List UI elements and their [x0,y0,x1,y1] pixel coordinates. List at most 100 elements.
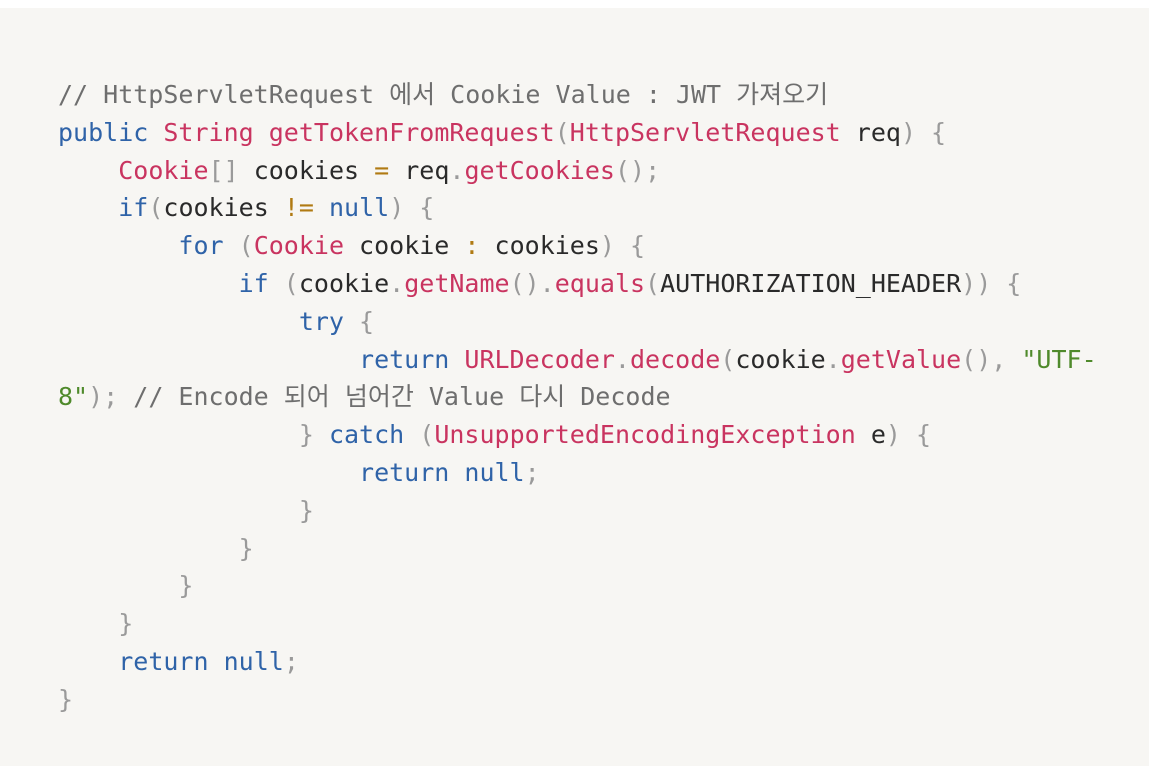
code-token-keyword: return [359,457,450,487]
code-line: return null; [58,643,1097,681]
code-token-ident [314,193,329,222]
code-token-keyword: public [58,117,149,147]
code-token-ident [58,647,118,676]
code-line: return null; [58,454,1097,492]
code-token-operator: : [464,231,480,261]
code-token-punct: ( [645,268,661,298]
code-line: try { [58,303,1097,341]
code-token-punct: ( [223,231,254,261]
code-token-punct: ( [720,344,736,374]
code-token-punct: ; [524,457,540,487]
code-token-ident [209,647,224,676]
code-token-punct: ); [88,382,134,412]
code-token-ident [314,420,329,449]
code-token-ident [449,458,464,487]
code-token-keyword: null [328,193,390,223]
code-token-ident: req [389,155,450,185]
code-token-keyword: if [238,268,269,298]
code-line: } [58,567,1097,605]
code-token-ident [58,420,299,449]
code-token-punct: } [118,609,134,639]
code-token-punct: . [825,344,841,374]
code-token-ident: req [840,117,901,147]
code-token-punct: . [389,268,405,298]
code-token-punct: } [238,533,254,563]
code-token-method: getCookies [464,155,615,185]
code-token-ident [58,458,359,487]
code-token-punct: ( [404,420,435,450]
code-token-keyword: return [359,344,450,374]
code-token-ident [58,571,178,600]
code-token-keyword: return [118,646,209,676]
code-token-keyword: null [464,457,525,487]
code-token-punct: ; [283,646,299,676]
code-line: Cookie[] cookies = req.getCookies(); [58,152,1097,190]
code-token-punct: . [614,344,630,374]
code-token-method: getName [404,268,510,298]
code-line: for (Cookie cookie : cookies) { [58,227,1097,265]
code-token-method: getValue [840,344,962,374]
code-token-punct: } [178,571,194,601]
code-token-ident [58,156,118,185]
code-token-punct: } [298,495,314,525]
code-token-ident: e [855,420,886,450]
code-line: } [58,681,1097,719]
code-token-punct: (). [509,268,555,298]
code-token-punct: } [58,684,74,714]
code-token-type: HttpServletRequest [569,117,841,147]
code-token-type: UnsupportedEncodingException [434,420,856,450]
code-line: 8"); // Encode 되어 넘어간 Value 다시 Decode [58,378,1097,416]
code-token-ident: cookie [344,231,465,261]
code-token-ident [58,193,118,222]
code-token-ident: cookies [479,231,600,261]
code-token-ident [58,231,178,260]
code-token-ident [254,118,269,147]
code-token-keyword: if [118,193,149,223]
code-token-punct: } [298,420,314,450]
code-line: } [58,492,1097,530]
code-token-method: equals [554,268,646,298]
code-line: } [58,530,1097,568]
code-token-punct: ) { [389,193,435,223]
code-token-ident: cookies [238,155,375,185]
code-token-punct: . [449,155,465,185]
code-token-punct: ) { [599,231,646,261]
code-token-comment: // Encode 되어 넘어간 Value 다시 Decode [133,382,671,412]
code-token-punct: ) { [885,420,932,450]
code-token-ident: AUTHORIZATION_HEADER [660,268,962,298]
code-token-punct: ( [554,117,570,147]
code-line: if(cookies != null) { [58,189,1097,227]
code-token-ident [58,345,359,374]
code-line: // HttpServletRequest 에서 Cookie Value : … [58,76,1097,114]
code-token-punct: (); [614,155,661,185]
code-listing: // HttpServletRequest 에서 Cookie Value : … [58,76,1097,719]
code-token-type: URLDecoder [464,344,615,374]
code-token-punct: ( [268,268,299,298]
code-block: // HttpServletRequest 에서 Cookie Value : … [0,8,1149,766]
code-token-punct: ) { [900,117,947,147]
code-token-ident [58,307,299,336]
code-token-ident [58,609,118,638]
code-token-ident [58,534,239,563]
code-token-punct: )) { [961,268,1022,298]
code-line: public String getTokenFromRequest(HttpSe… [58,114,1097,152]
code-token-operator: = [374,155,390,185]
code-token-ident: cookies [163,193,284,223]
code-token-ident [58,269,239,298]
code-token-keyword: catch [328,420,405,450]
code-line: } [58,605,1097,643]
code-token-ident [449,345,464,374]
code-token-ident: cookie [735,344,826,374]
code-token-ident [58,496,299,525]
code-token-string: "UTF- [1021,344,1097,374]
code-token-ident [148,118,163,147]
code-token-method: decode [629,344,721,374]
code-token-ident: cookie [298,268,390,298]
code-token-type: Cookie [118,155,209,185]
code-token-keyword: try [298,306,344,336]
code-line: } catch (UnsupportedEncodingException e)… [58,416,1097,454]
code-token-punct: [] [208,155,239,185]
code-token-type: String [163,117,254,147]
code-token-comment: // HttpServletRequest 에서 Cookie Value : … [58,80,829,109]
code-line: return URLDecoder.decode(cookie.getValue… [58,341,1097,379]
